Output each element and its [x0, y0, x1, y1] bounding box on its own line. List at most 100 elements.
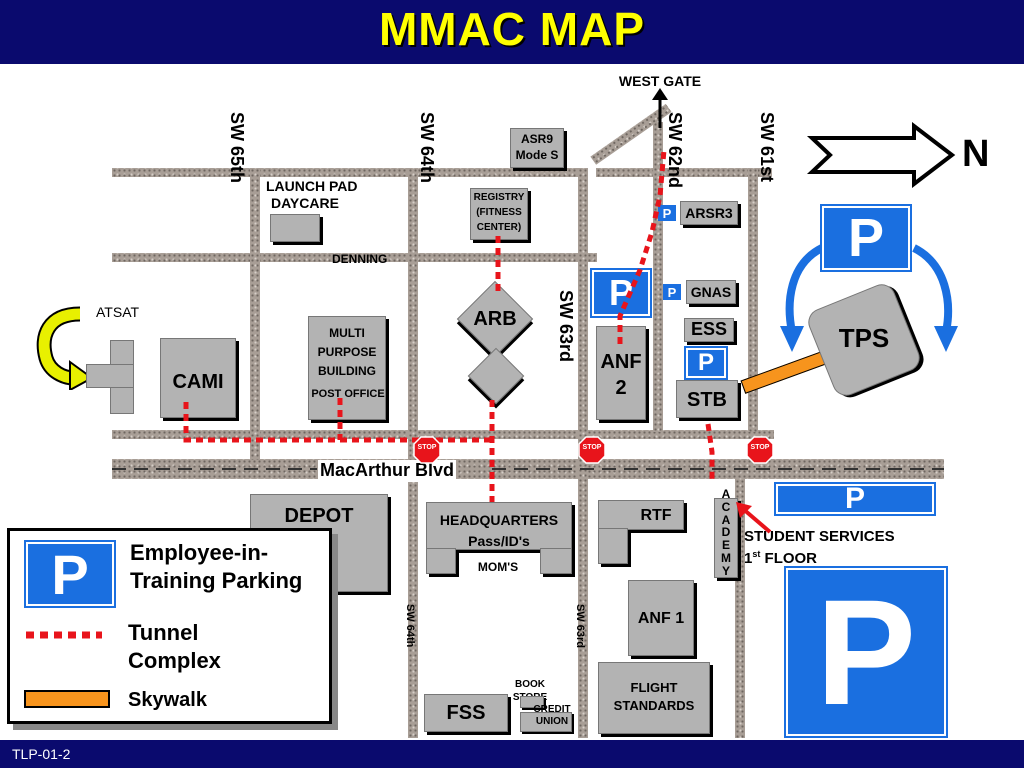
- building-flight-standards[interactable]: [598, 662, 710, 734]
- building-anf1[interactable]: [628, 580, 694, 656]
- stop-sign-2-text: STOP: [582, 444, 602, 451]
- parking-gnas-icon[interactable]: P: [663, 284, 681, 300]
- street-sw64-lower: SW 64th: [404, 604, 416, 648]
- building-asr9[interactable]: [510, 128, 564, 168]
- legend-skywalk-label: Skywalk: [128, 689, 207, 711]
- west-gate-label: WEST GATE: [618, 73, 702, 89]
- ess-label: ESS: [690, 319, 728, 339]
- road-top-right: [596, 168, 772, 177]
- stb-label: STB: [687, 389, 727, 411]
- asr9-line2: Mode S: [515, 148, 559, 162]
- street-macarthur: MacArthur Blvd: [318, 460, 457, 482]
- floor-number: 1: [744, 550, 753, 567]
- registry-line1: REGISTRY: [473, 192, 525, 203]
- building-rtf[interactable]: [598, 500, 684, 530]
- academy-letter: C: [721, 499, 731, 514]
- road-row-430: [112, 430, 774, 439]
- post-office-label: POST OFFICE: [311, 388, 385, 400]
- building-gnas[interactable]: [686, 280, 736, 304]
- stop-sign-2: [578, 436, 606, 464]
- student-services-floor: 1st FLOOR: [744, 549, 817, 568]
- launch-pad-label: LAUNCH PAD: [266, 178, 358, 194]
- building-stb[interactable]: [676, 380, 738, 418]
- asr9-line1: ASR9: [520, 132, 553, 146]
- parking-tps[interactable]: P: [820, 204, 912, 272]
- floor-ordinal: st: [752, 549, 761, 559]
- credit-union-line2: UNION: [535, 716, 569, 727]
- page-title: MMAC MAP: [378, 3, 646, 55]
- hq-wing-right: [540, 548, 572, 574]
- parking-east-strip[interactable]: P: [774, 482, 936, 516]
- academy-letter: D: [721, 525, 731, 540]
- hq-line1: HEADQUARTERS: [439, 512, 559, 528]
- building-arb-annex[interactable]: [467, 347, 525, 405]
- building-bookstore[interactable]: [520, 696, 544, 708]
- moms-label: MOM'S: [477, 560, 519, 574]
- academy-letter: Y: [721, 563, 730, 578]
- stop-sign-1-text: STOP: [417, 444, 437, 451]
- academy-letter: M: [721, 550, 731, 565]
- hq-line2: Pass/ID's: [468, 533, 530, 549]
- credit-union-line1: CREDIT: [533, 704, 571, 715]
- title-bar: [0, 0, 1024, 64]
- stop-sign-1: [413, 436, 441, 464]
- legend-tunnel-line2: Complex: [128, 648, 221, 673]
- multi-line3: BUILDING: [318, 364, 376, 378]
- macarthur-centerline: [112, 468, 944, 470]
- academy-vertical-label: A C A D E M Y: [716, 488, 736, 578]
- registry-line2: (FITNESS: [476, 207, 522, 218]
- multi-line1: MULTI: [329, 326, 365, 340]
- building-ess[interactable]: [684, 318, 734, 342]
- building-atsat-wing: [86, 364, 134, 388]
- north-arrow-icon: [806, 122, 956, 188]
- parking-arsr3-icon[interactable]: P: [658, 205, 676, 221]
- anf1-label: ANF 1: [637, 610, 685, 627]
- slide-code: TLP-01-2: [12, 746, 71, 762]
- building-academy[interactable]: [714, 498, 738, 578]
- fss-label: FSS: [446, 702, 486, 724]
- atsat-label: ATSAT: [96, 304, 140, 320]
- flight-line2: STANDARDS: [613, 698, 695, 713]
- legend-skywalk-swatch: [24, 690, 110, 708]
- building-fss[interactable]: [424, 694, 508, 732]
- parking-stb[interactable]: P: [684, 346, 728, 380]
- legend-parking-line1: Employee-in-: [130, 540, 269, 565]
- street-sw61: SW 61st: [757, 112, 777, 183]
- anf2-line1: ANF: [600, 351, 642, 373]
- academy-letter: E: [721, 538, 730, 553]
- anf2-line2: 2: [615, 377, 627, 399]
- tps-label: TPS: [838, 323, 890, 353]
- arsr3-label: ARSR3: [685, 205, 733, 221]
- depot-label: DEPOT: [284, 505, 354, 527]
- flight-line1: FLIGHT: [630, 680, 678, 695]
- arb-label: ARB: [473, 308, 517, 330]
- bookstore-line1: BOOK: [515, 679, 545, 690]
- road-denning: [112, 253, 597, 262]
- road-sw62: [653, 122, 663, 432]
- street-sw63: SW 63rd: [556, 290, 576, 363]
- building-headquarters[interactable]: [426, 502, 572, 550]
- atsat-curved-arrow-icon: [36, 306, 94, 390]
- street-sw64: SW 64th: [417, 112, 437, 184]
- parking-student-services[interactable]: P: [784, 566, 948, 738]
- multi-line2: PURPOSE: [317, 345, 377, 359]
- cami-label: CAMI: [172, 371, 224, 393]
- legend-parking-line2: Training Parking: [130, 568, 303, 593]
- legend-parking-icon: P: [24, 540, 116, 608]
- road-top-horizontal: [112, 168, 582, 177]
- building-arsr3[interactable]: [680, 201, 738, 225]
- floor-word: FLOOR: [760, 550, 818, 567]
- hq-wing-left: [426, 548, 456, 574]
- road-sw65: [250, 168, 260, 460]
- north-label: N: [962, 133, 990, 175]
- parking-large-arsr3[interactable]: P: [590, 268, 652, 318]
- legend-tunnel-swatch: [26, 631, 102, 639]
- gnas-label: GNAS: [690, 284, 732, 300]
- building-daycare[interactable]: [270, 214, 320, 242]
- building-credit-union[interactable]: [520, 712, 572, 732]
- street-sw65: SW 65th: [227, 112, 247, 184]
- student-services-label: STUDENT SERVICES: [744, 528, 895, 545]
- stop-sign-3: [746, 436, 774, 464]
- academy-letter: A: [721, 487, 731, 501]
